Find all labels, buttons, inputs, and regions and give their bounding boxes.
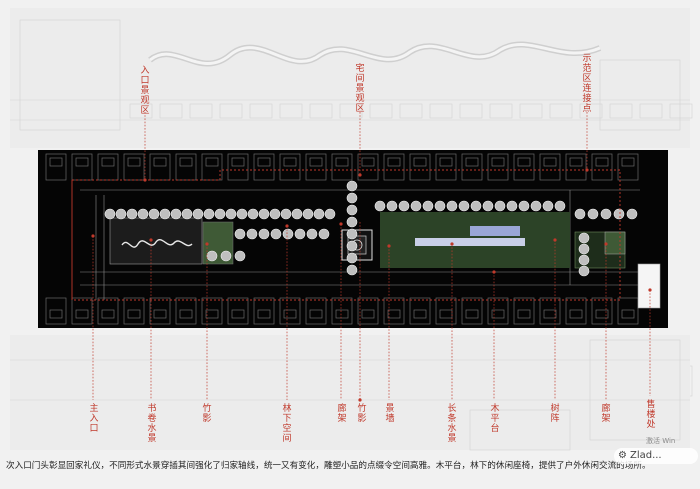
sales-office-building [637, 263, 661, 309]
label-long-water: 长条水景 [447, 404, 457, 444]
building-blocks [45, 153, 639, 325]
tree-canopies [104, 180, 638, 277]
label-forest-space: 林下空间 [282, 404, 292, 444]
scroll-water-feature [121, 239, 193, 248]
label-feature-wall: 景墙 [385, 404, 395, 424]
caption-text: 次入口门头彰显回家礼仪，不同形式水景穿插其间强化了归家轴线，统一又有变化，雕塑小… [6, 461, 651, 471]
context-background [10, 8, 693, 451]
label-bamboo-shadow-2: 竹影 [357, 404, 367, 424]
label-bamboo-shadow-1: 竹影 [202, 404, 212, 424]
water-blocks [470, 226, 520, 236]
label-pergola-1: 廊架 [337, 404, 347, 424]
label-entry-view: 入口景观区 [140, 66, 150, 116]
gear-icon: ⚙ [618, 450, 627, 461]
activate-windows-text: 激活 Win [646, 437, 676, 445]
label-scroll-water: 书卷水景 [147, 404, 157, 444]
long-water-strip [415, 238, 525, 246]
leader-dots [91, 168, 652, 402]
label-house-view: 宅间景观区 [355, 64, 365, 114]
zone-outlines [71, 169, 621, 301]
label-demo-node: 示范区连接点 [582, 54, 592, 114]
label-wood-deck: 木平台 [490, 404, 500, 434]
label-tree-array: 树阵 [550, 404, 560, 424]
road-lines [80, 189, 640, 300]
plaza-square [604, 231, 626, 255]
label-pergola-2: 廊架 [601, 404, 611, 424]
label-main-entrance: 主入口 [89, 404, 99, 434]
label-sales-office: 售楼处 [646, 400, 656, 430]
watermark-badge: ⚙Zlad... [614, 448, 698, 464]
leader-lines [92, 112, 651, 400]
watermark-text: Zlad... [629, 450, 662, 461]
